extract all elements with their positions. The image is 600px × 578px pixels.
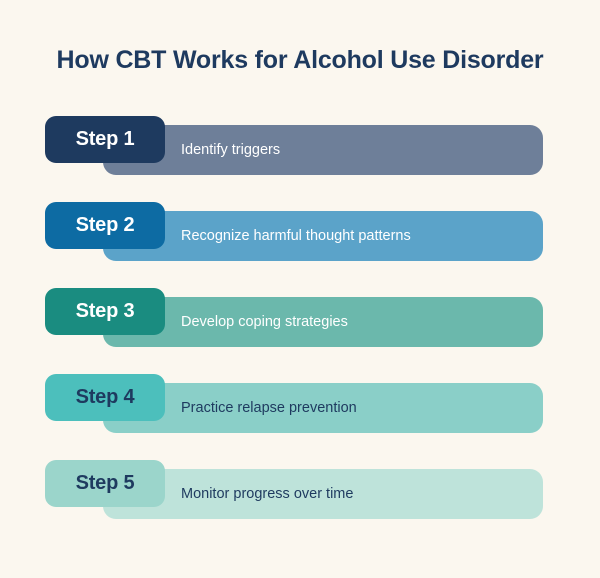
step-description-bar: Monitor progress over time (103, 469, 543, 519)
step-number-badge: Step 1 (45, 116, 165, 163)
step-number-badge: Step 2 (45, 202, 165, 249)
step-description-bar: Practice relapse prevention (103, 383, 543, 433)
step-row: Develop coping strategies Step 3 (0, 282, 600, 368)
step-row: Identify triggers Step 1 (0, 110, 600, 196)
step-description-bar: Recognize harmful thought patterns (103, 211, 543, 261)
step-description-label: Identify triggers (181, 142, 281, 158)
step-number-badge: Step 5 (45, 460, 165, 507)
step-number-badge: Step 3 (45, 288, 165, 335)
step-description-bar: Identify triggers (103, 125, 543, 175)
page-title: How CBT Works for Alcohol Use Disorder (56, 46, 544, 74)
steps-list: Identify triggers Step 1 Recognize harmf… (0, 110, 600, 540)
step-number-badge: Step 4 (45, 374, 165, 421)
step-row: Monitor progress over time Step 5 (0, 454, 600, 540)
step-description-label: Recognize harmful thought patterns (181, 228, 411, 244)
step-row: Recognize harmful thought patterns Step … (0, 196, 600, 282)
step-description-label: Practice relapse prevention (181, 400, 357, 416)
step-description-label: Monitor progress over time (181, 486, 354, 502)
step-description-label: Develop coping strategies (181, 314, 348, 330)
step-description-bar: Develop coping strategies (103, 297, 543, 347)
step-row: Practice relapse prevention Step 4 (0, 368, 600, 454)
